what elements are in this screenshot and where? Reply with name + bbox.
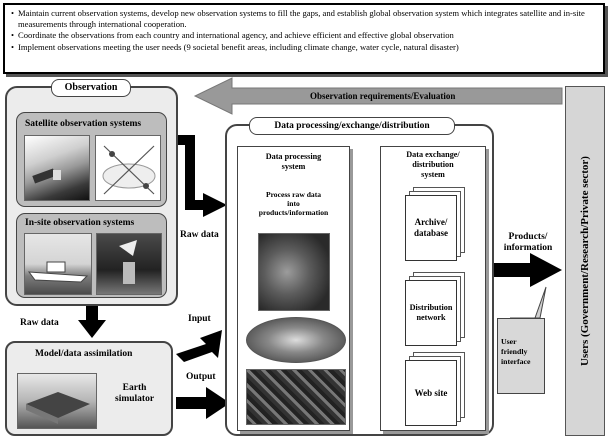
- product-map-image: [258, 233, 330, 311]
- users-panel: Users (Government/Research/Private secto…: [565, 86, 605, 436]
- raw-data-arrow: [178, 135, 205, 210]
- model-title: Model/data assimilation: [35, 349, 133, 359]
- input-arrow: [176, 330, 222, 362]
- distribution-network: Distribution network: [405, 280, 457, 346]
- insite-panel: In-site observation systems: [16, 213, 167, 298]
- process-text: Process raw data into products/informati…: [258, 190, 329, 217]
- products-label: Products/ information: [503, 232, 553, 253]
- satellite-label: Satellite observation systems: [25, 119, 142, 129]
- server-room-icon: [26, 392, 90, 424]
- distribution-stack: Distribution network: [405, 272, 465, 347]
- processing-panel: Data processing/exchange/distribution Da…: [225, 117, 494, 436]
- archive-stack: Archive/ database: [405, 187, 465, 262]
- ship-icon: [27, 261, 89, 283]
- archive-database: Archive/ database: [405, 195, 457, 261]
- satellite-photo: [24, 135, 90, 201]
- buoy-icon: [119, 240, 137, 284]
- insite-label: In-site observation systems: [25, 218, 135, 228]
- ship-photo: [24, 233, 92, 295]
- raw-data-label: Raw data: [180, 230, 219, 240]
- data-processing-system: Data processing system Process raw data …: [237, 146, 350, 431]
- output-label: Output: [186, 372, 216, 382]
- observation-title: Observation: [51, 79, 131, 97]
- satellite-panel: Satellite observation systems: [16, 112, 167, 207]
- simulation-image: [246, 369, 346, 425]
- buoy-photo: [96, 233, 162, 295]
- objectives-list: Maintain current observation systems, de…: [11, 8, 597, 53]
- users-label: Users (Government/Research/Private secto…: [579, 156, 591, 366]
- satellite-orbit-diagram: [95, 135, 161, 201]
- earth-simulator-photo: [17, 373, 97, 429]
- requirements-arrow: [193, 77, 563, 115]
- objectives-box: Maintain current observation systems, de…: [3, 3, 605, 74]
- user-friendly-callout: User friendly interface: [497, 318, 545, 394]
- website-stack: Web site: [405, 352, 465, 427]
- data-processing-label: Data processing system: [265, 152, 322, 171]
- orbit-icon: [102, 145, 156, 195]
- objective-item: Maintain current observation systems, de…: [11, 8, 597, 30]
- web-site: Web site: [405, 360, 457, 426]
- model-panel: Model/data assimilation Earth simulator: [5, 341, 173, 436]
- processing-title: Data processing/exchange/distribution: [249, 117, 455, 135]
- observation-panel: Observation Satellite observation system…: [5, 79, 178, 306]
- objective-item: Implement observations meeting the user …: [11, 42, 597, 53]
- data-exchange-label: Data exchange/ distribution system: [406, 150, 460, 179]
- globe-map-image: [246, 317, 346, 363]
- objective-item: Coordinate the observations from each co…: [11, 30, 597, 41]
- satellite-icon: [32, 168, 61, 184]
- requirements-label: Observation requirements/Evaluation: [310, 91, 456, 101]
- input-label: Input: [188, 314, 211, 324]
- earth-simulator-label: Earth simulator: [115, 383, 155, 404]
- data-exchange-system: Data exchange/ distribution system Archi…: [380, 146, 486, 431]
- raw-data-down-label: Raw data: [20, 318, 59, 328]
